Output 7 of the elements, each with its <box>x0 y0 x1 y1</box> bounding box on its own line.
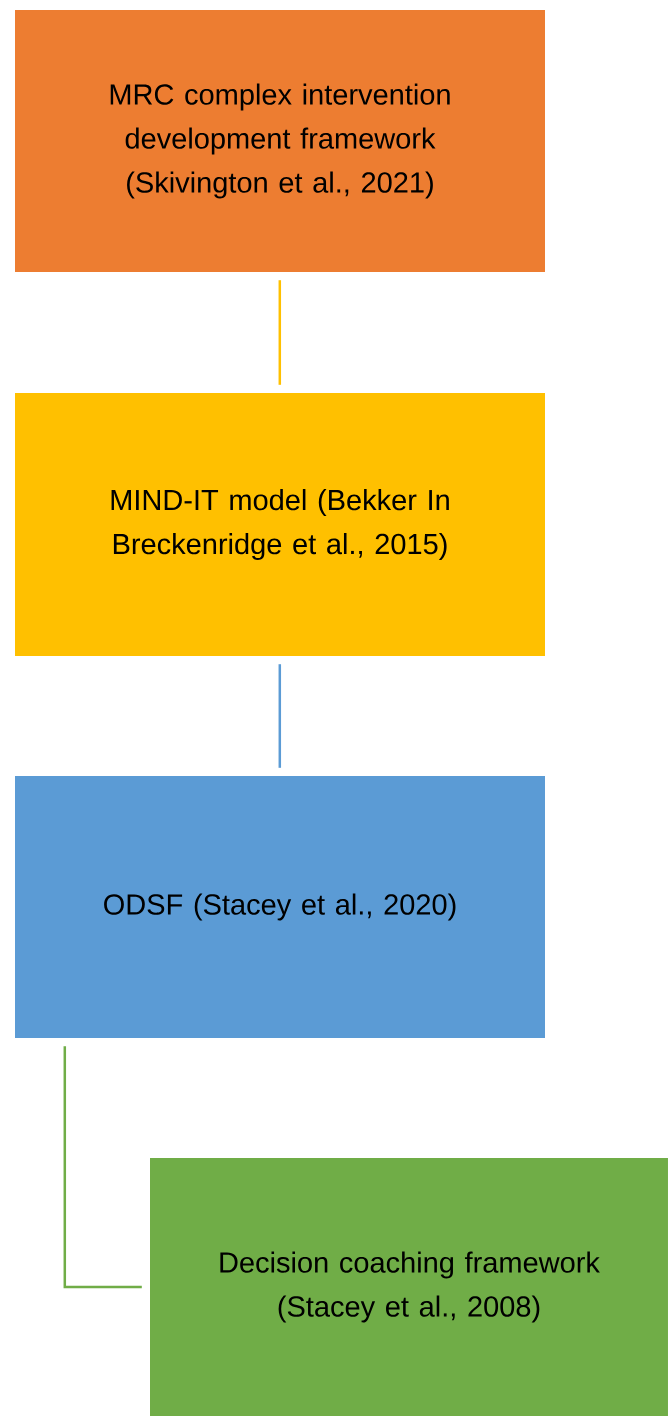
connector-line <box>278 280 282 385</box>
framework-box: MIND-IT model (Bekker In Breckenridge et al., 2015) <box>15 393 545 656</box>
framework-box: Decision coaching framework (Stacey et al., 2008) <box>150 1158 668 1416</box>
connector-line <box>278 664 282 768</box>
framework-box: ODSF (Stacey et al., 2020) <box>15 776 545 1038</box>
connector-line <box>63 1046 142 1289</box>
framework-box: MRC complex intervention development framework (Skivington et al., 2021) <box>15 10 545 272</box>
